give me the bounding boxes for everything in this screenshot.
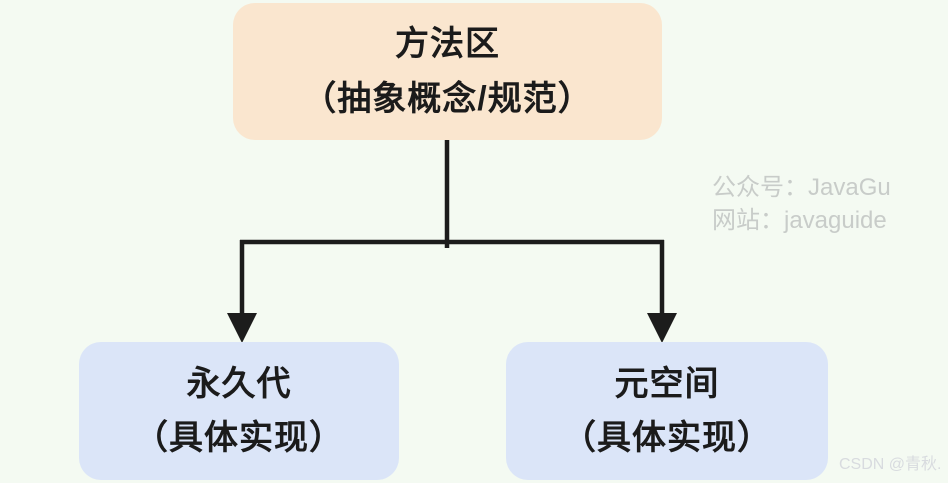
node-method-area: 方法区 （抽象概念/规范） [233,3,662,140]
watermark-javaguide: 公众号：JavaGu 网站：javaguide [712,171,891,237]
node-subtitle: （具体实现） [134,419,344,457]
node-title: 永久代 [186,364,292,403]
node-title: 元空间 [614,364,720,403]
right-down-arrowhead-icon [647,313,677,343]
watermark-csdn: CSDN @青秋. [839,456,942,473]
watermark-wechat-line: 公众号：JavaGu [712,174,891,201]
watermark-site-line: 网站：javaguide [712,207,887,234]
left-down-arrowhead-icon [227,313,257,343]
node-subtitle: （具体实现） [562,419,772,457]
node-subtitle: （抽象概念/规范） [302,79,593,118]
node-permgen: 永久代 （具体实现） [79,342,399,480]
node-title: 方法区 [395,25,500,64]
node-metaspace: 元空间 （具体实现） [506,342,828,480]
